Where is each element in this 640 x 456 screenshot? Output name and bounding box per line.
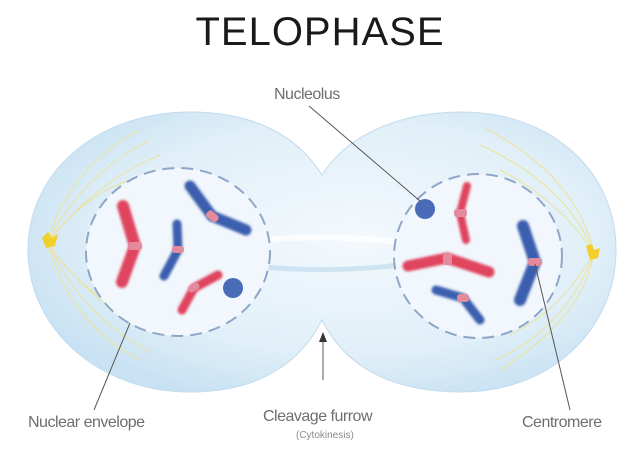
- label-nuclear-envelope: Nuclear envelope: [28, 414, 145, 431]
- nucleolus-right: [415, 199, 435, 219]
- spindle-fibers-right: [479, 127, 595, 371]
- page-title: TELOPHASE: [195, 10, 445, 54]
- leader-lines: [93, 105, 571, 411]
- label-cleavage-furrow: Cleavage furrow: [263, 408, 373, 425]
- cleavage-arrow-icon: [319, 332, 327, 342]
- nucleolus-left: [223, 278, 243, 298]
- centrosome-left: [42, 232, 58, 248]
- label-cytokinesis: (Cytokinesis): [296, 430, 354, 441]
- label-centromere: Centromere: [522, 414, 602, 431]
- centromeres-left: [128, 210, 219, 293]
- spindle-fibers-left: [47, 129, 161, 361]
- centromeres-right: [443, 209, 542, 302]
- centrosome-right: [586, 244, 600, 260]
- label-nucleolus: Nucleolus: [274, 86, 340, 103]
